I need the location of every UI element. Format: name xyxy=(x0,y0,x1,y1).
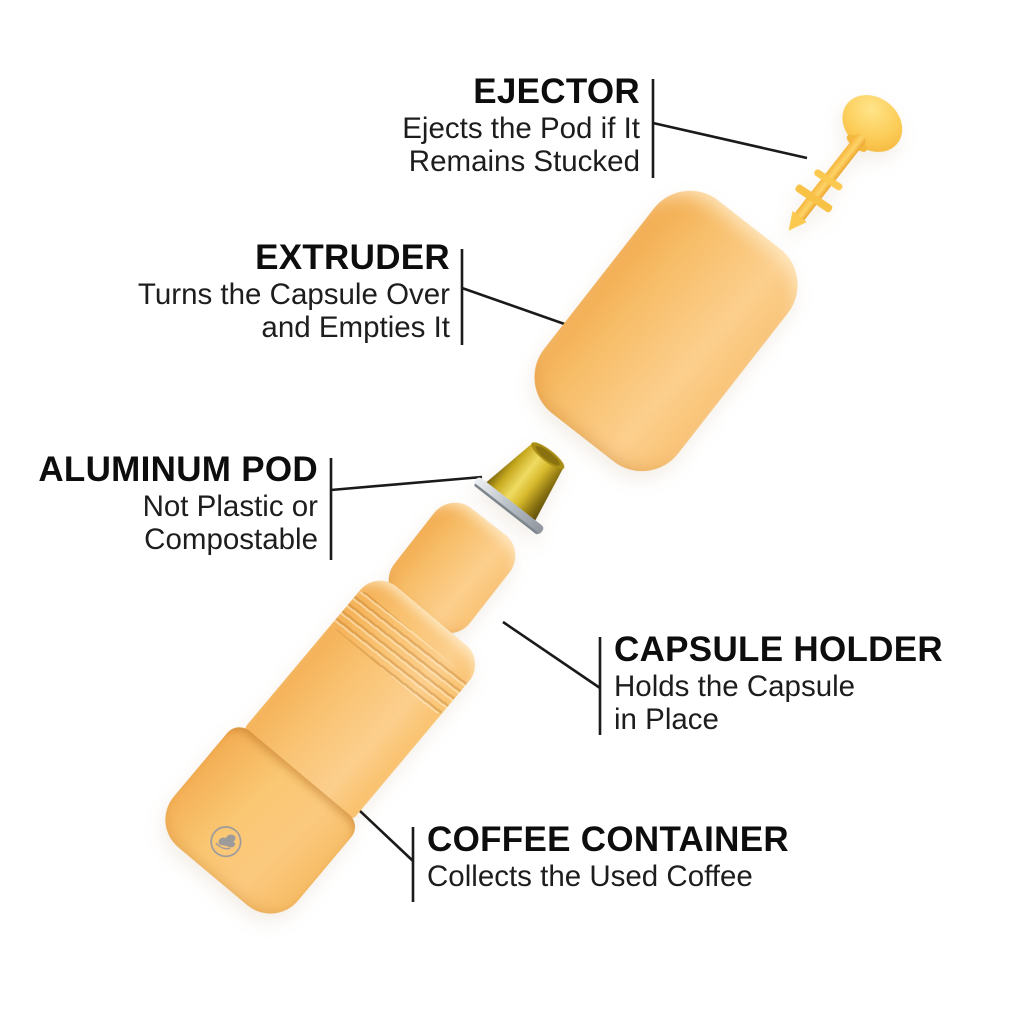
ejector-pin-illustration xyxy=(748,75,924,264)
aluminum-pod-illustration xyxy=(449,417,593,562)
coffee-container-title: COFFEE CONTAINER xyxy=(427,820,789,859)
leader-line-capsule-holder xyxy=(502,620,602,735)
aluminum-pod-desc-line1: Not Plastic or xyxy=(142,490,318,523)
leader-line-extruder xyxy=(460,249,574,345)
capsule-holder-title: CAPSULE HOLDER xyxy=(614,630,943,669)
capsule-holder-desc-line2: in Place xyxy=(614,703,719,736)
coffee-container-desc-line1: Collects the Used Coffee xyxy=(427,860,753,893)
extruder-title: EXTRUDER xyxy=(255,238,450,277)
aluminum-pod-title: ALUMINUM POD xyxy=(38,450,318,489)
squirrel-logo-icon xyxy=(199,816,251,868)
callout-ejector: EJECTOR Ejects the Pod if It Remains Stu… xyxy=(402,72,640,178)
callout-extruder: EXTRUDER Turns the Capsule Over and Empt… xyxy=(138,238,450,344)
ejector-desc-line2: Remains Stucked xyxy=(408,145,640,178)
extruder-desc-line2: and Empties It xyxy=(261,311,450,344)
aluminum-pod-desc-line2: Compostable xyxy=(144,523,318,556)
callout-aluminum-pod: ALUMINUM POD Not Plastic or Compostable xyxy=(38,450,318,556)
ejector-desc-line1: Ejects the Pod if It xyxy=(402,112,640,145)
ejector-title: EJECTOR xyxy=(473,72,640,111)
callout-coffee-container: COFFEE CONTAINER Collects the Used Coffe… xyxy=(427,820,789,893)
capsule-holder-desc-line1: Holds the Capsule xyxy=(614,670,856,703)
espresso-capsule-icon xyxy=(474,442,565,535)
coffee-container-illustration xyxy=(150,568,488,929)
extruder-desc-line1: Turns the Capsule Over xyxy=(137,278,450,311)
callout-capsule-holder: CAPSULE HOLDER Holds the Capsule in Plac… xyxy=(614,630,943,736)
